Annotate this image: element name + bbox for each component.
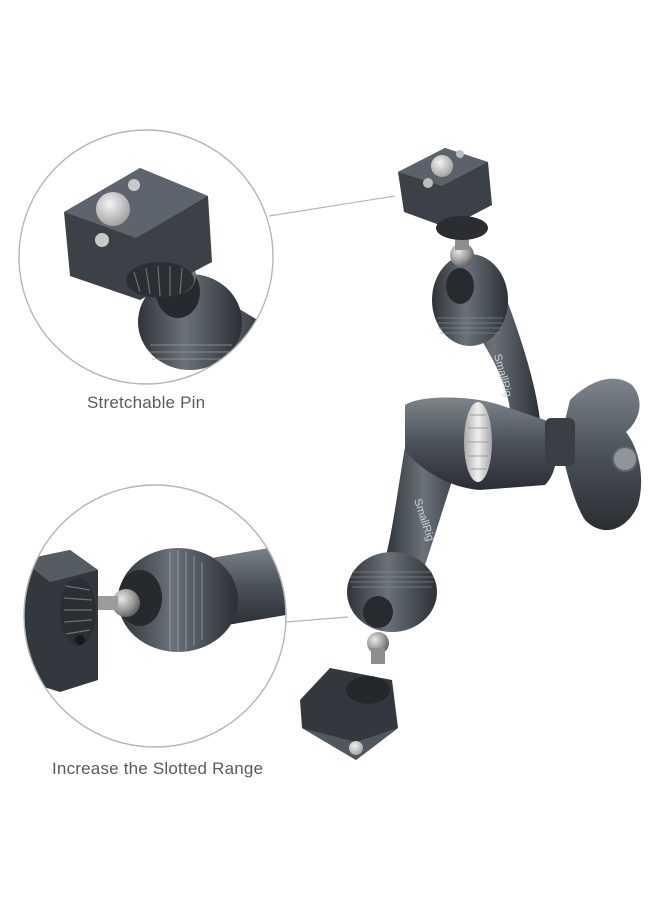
top-clamp [398, 148, 492, 240]
locking-knob [560, 378, 642, 531]
callout-circle-top [18, 129, 274, 385]
callout-slotted-range [23, 484, 287, 748]
callout-line-top [268, 195, 396, 217]
stretchable-pin-icon [96, 192, 130, 226]
callout-line-bottom [285, 616, 349, 623]
callout-stretchable-pin [18, 129, 274, 385]
callout-circle-bottom [23, 484, 287, 748]
knob-center-icon [612, 446, 638, 472]
upper-ball-housing [432, 254, 508, 346]
caption-slotted-range: Increase the Slotted Range [52, 759, 264, 778]
bottom-clamp-pin-icon [349, 741, 363, 755]
bottom-clamp [300, 668, 398, 760]
lower-ball-housing [347, 552, 437, 632]
caption-stretchable-pin: Stretchable Pin [87, 393, 206, 412]
top-clamp-pin-icon [431, 155, 453, 177]
magic-arm: SmallRig SmallRig [300, 148, 642, 760]
